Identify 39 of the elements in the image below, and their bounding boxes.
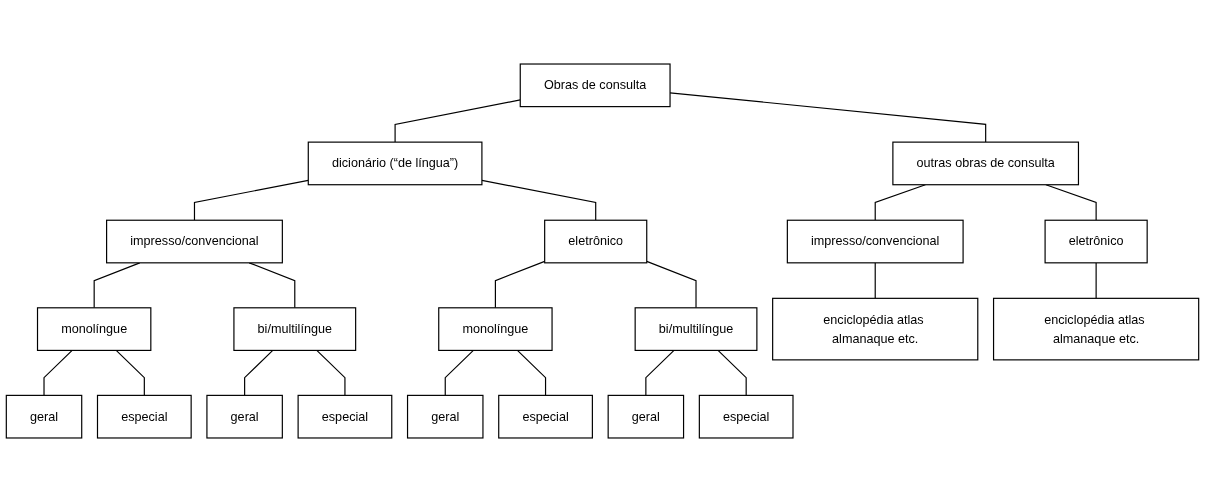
connector: [394, 99, 521, 143]
node-box: outras obras de consulta: [892, 141, 1080, 186]
connector: [244, 349, 274, 396]
node-box: especial: [96, 394, 192, 439]
connector: [1045, 184, 1097, 221]
node-box: bi/multilíngue: [233, 307, 357, 351]
connector: [646, 260, 697, 309]
node-box: especial: [498, 394, 593, 439]
node-box: dicionário (“de língua”): [307, 141, 483, 186]
connector: [444, 349, 474, 396]
connector: [193, 179, 309, 221]
node-box: monolíngue: [36, 307, 152, 351]
node-box: bi/multilíngue: [634, 307, 758, 351]
connector: [481, 179, 597, 221]
node-box: especial: [698, 394, 794, 439]
node-box: enciclopédia atlas almanaque etc.: [992, 297, 1200, 361]
connector: [874, 184, 926, 221]
node-box: impresso/convencional: [786, 219, 964, 264]
connector: [1095, 262, 1097, 299]
node-box: eletrônico: [544, 219, 648, 264]
connector: [645, 349, 675, 396]
node-box: eletrônico: [1044, 219, 1148, 264]
node-box: impresso/convencional: [106, 219, 283, 264]
node-box: geral: [607, 394, 685, 439]
node-box: geral: [406, 394, 484, 439]
connector: [115, 349, 145, 396]
node-box: enciclopédia atlas almanaque etc.: [772, 297, 979, 361]
node-box: geral: [206, 394, 283, 439]
connector: [516, 349, 547, 396]
connector: [717, 349, 747, 396]
connector: [93, 262, 141, 309]
node-box: Obras de consulta: [519, 63, 671, 108]
connector: [248, 262, 296, 309]
connector: [43, 349, 73, 396]
node-box: especial: [297, 394, 393, 439]
connector: [874, 262, 876, 299]
node-box: geral: [5, 394, 83, 439]
connector: [316, 349, 346, 396]
node-box: monolíngue: [438, 307, 553, 351]
